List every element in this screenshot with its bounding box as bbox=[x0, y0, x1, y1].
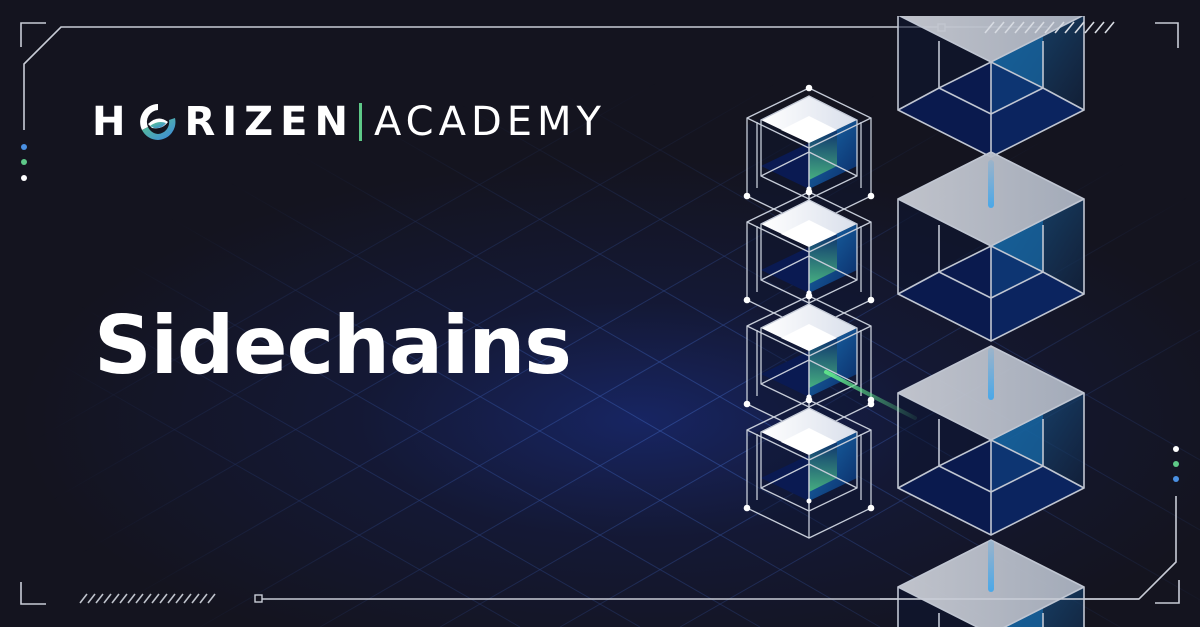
horizen-o-logo-icon bbox=[140, 104, 176, 140]
logo-divider bbox=[358, 103, 362, 141]
logo-word-horizen: RIZEN bbox=[184, 99, 355, 145]
sidechain-cubes bbox=[743, 84, 875, 539]
logo-letter-h: H bbox=[92, 99, 133, 145]
cross-chain-link bbox=[824, 370, 917, 420]
main-chain-cubes bbox=[897, 0, 1085, 627]
page-title: Sidechains bbox=[94, 299, 572, 392]
connector-node-icon bbox=[254, 594, 263, 603]
corner-bracket-icon bbox=[1155, 580, 1180, 604]
hatch-stripes-icon bbox=[984, 21, 1115, 34]
logo-word-academy: ACADEMY bbox=[373, 99, 606, 145]
horizen-academy-logo: H RIZEN ACADEMY bbox=[92, 98, 606, 146]
corner-bracket-icon bbox=[1155, 22, 1179, 48]
left-status-dots bbox=[21, 144, 27, 181]
right-status-dots bbox=[1173, 446, 1179, 482]
corner-bracket-icon bbox=[20, 22, 46, 47]
hatch-stripes-icon bbox=[79, 593, 216, 604]
corner-bracket-icon bbox=[20, 582, 46, 605]
